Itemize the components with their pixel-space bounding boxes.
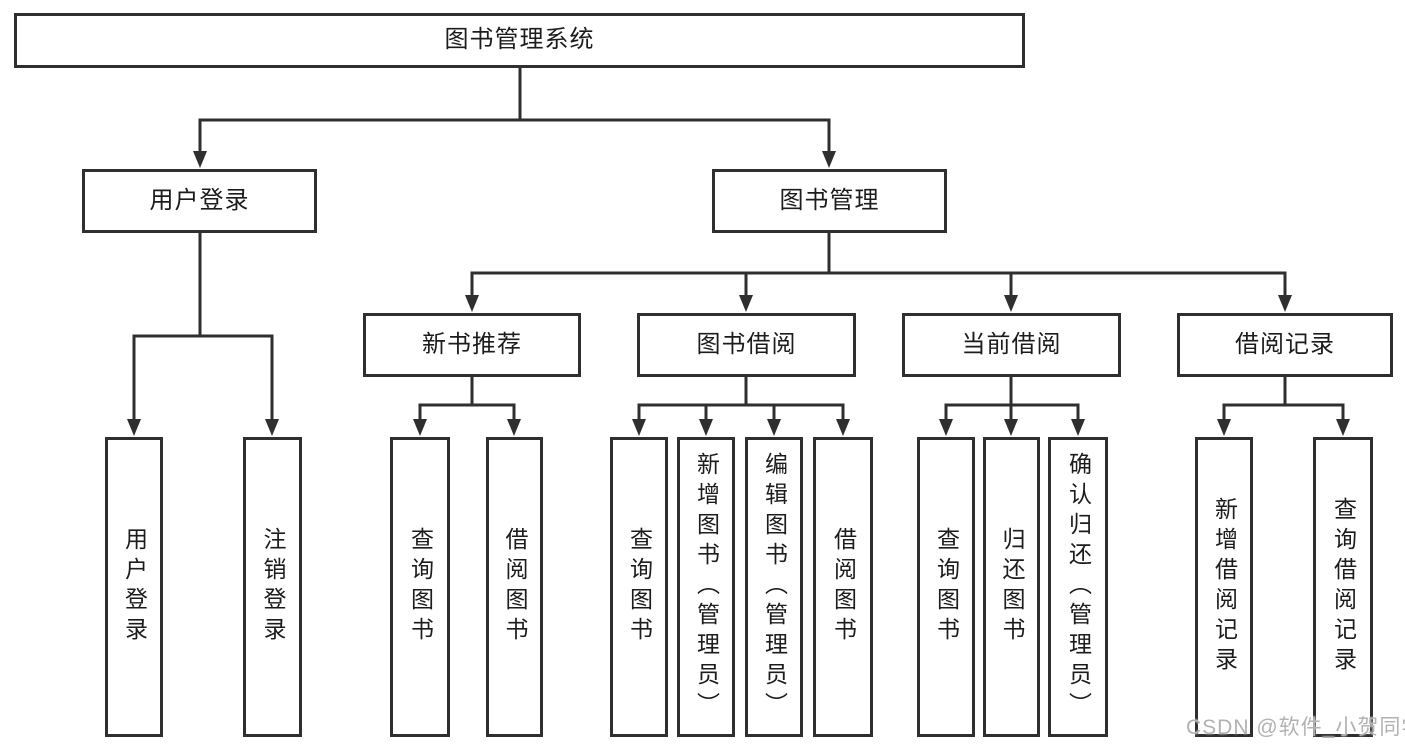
arrowhead-down-icon	[1071, 419, 1085, 436]
arrowhead-down-icon	[413, 419, 427, 436]
connector-new-book-to-leaves	[418, 377, 516, 424]
leaf-query-borrow-record: 查询借阅记录	[1313, 437, 1373, 737]
leaf-confirm-return-admin: 确认归还（管理员）	[1048, 437, 1108, 737]
leaf-borrowing-borrow-books: 借阅图书	[813, 437, 873, 737]
arrowhead-down-icon	[193, 151, 207, 168]
connector-book-management-to-level3	[470, 233, 1287, 300]
leaf-edit-books-admin: 编辑图书（管理员）	[745, 437, 803, 737]
leaf-user-login: 用户登录	[105, 437, 163, 737]
leaf-add-borrow-record: 新增借阅记录	[1195, 437, 1253, 737]
arrowhead-down-icon	[1278, 295, 1292, 312]
csdn-watermark: CSDN @软件_小贺同学	[1186, 716, 1405, 739]
node-current-borrowing: 当前借阅	[902, 313, 1121, 377]
leaf-current-query-books: 查询图书	[917, 437, 975, 737]
arrowhead-down-icon	[767, 419, 781, 436]
arrowhead-down-icon	[699, 419, 713, 436]
leaf-borrowing-query-books: 查询图书	[610, 437, 668, 737]
arrowhead-down-icon	[632, 419, 646, 436]
arrowhead-down-icon	[507, 419, 521, 436]
node-user-login: 用户登录	[82, 169, 317, 233]
leaf-add-books-admin: 新增图书（管理员）	[677, 437, 735, 737]
arrowhead-down-icon	[127, 419, 141, 436]
arrowhead-down-icon	[836, 419, 850, 436]
arrowhead-down-icon	[1336, 419, 1350, 436]
arrowhead-down-icon	[465, 295, 479, 312]
arrowhead-down-icon	[822, 151, 836, 168]
leaf-newbook-borrow-books: 借阅图书	[486, 437, 543, 737]
arrowhead-down-icon	[739, 295, 753, 312]
connector-root-to-level2	[198, 67, 831, 156]
arrowhead-down-icon	[1217, 419, 1231, 436]
leaf-newbook-query-books: 查询图书	[390, 437, 450, 737]
node-book-management-system: 图书管理系统	[14, 13, 1025, 68]
arrowhead-down-icon	[1004, 295, 1018, 312]
node-book-borrowing: 图书借阅	[637, 313, 856, 377]
node-borrowing-records: 借阅记录	[1177, 313, 1393, 377]
leaf-return-books: 归还图书	[983, 437, 1040, 737]
arrowhead-down-icon	[1004, 419, 1018, 436]
arrowhead-down-icon	[265, 419, 279, 436]
arrowhead-down-icon	[939, 419, 953, 436]
connector-current-borrowing-to-leaves	[944, 377, 1080, 424]
connector-borrowing-records-to-leaves	[1222, 377, 1345, 424]
node-new-book-recommendation: 新书推荐	[363, 313, 581, 377]
leaf-logout: 注销登录	[243, 437, 302, 737]
node-book-management: 图书管理	[712, 169, 947, 233]
connector-book-borrowing-to-leaves	[637, 377, 845, 424]
connector-user-login-to-leaves	[132, 233, 274, 424]
